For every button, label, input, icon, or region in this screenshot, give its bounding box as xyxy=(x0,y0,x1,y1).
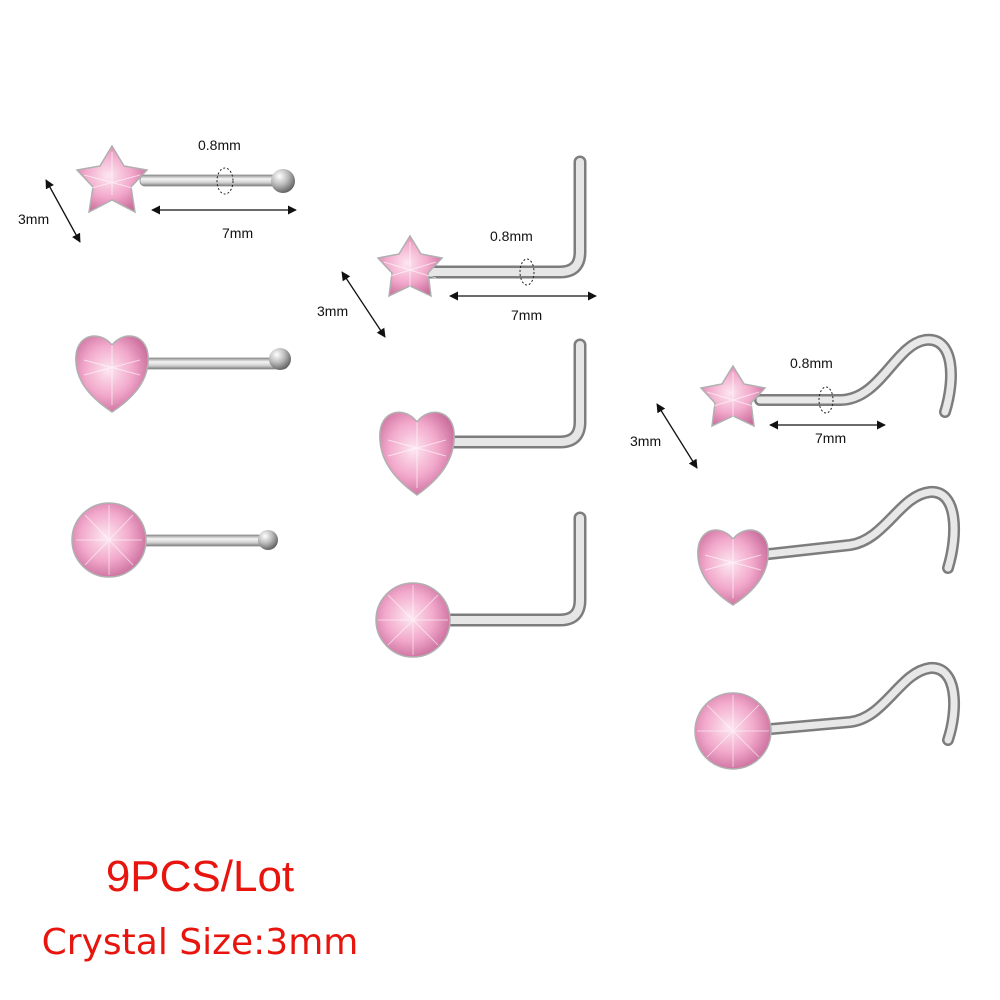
straight-star-stud xyxy=(75,144,295,214)
straight-star-dimensions: 0.8mm 7mm 3mm xyxy=(18,137,297,243)
diameter-label: 0.8mm xyxy=(790,355,833,371)
crystal-size-caption: Crystal Size:3mm xyxy=(41,922,359,963)
diameter-label: 0.8mm xyxy=(490,228,533,244)
screw-round-stud xyxy=(694,662,961,770)
l-shape-round-stud xyxy=(375,511,587,658)
straight-round-stud xyxy=(71,502,278,578)
length-label: 7mm xyxy=(815,430,846,446)
crystal-size-label: 3mm xyxy=(630,433,661,449)
l-shape-heart-stud xyxy=(379,338,587,496)
length-label: 7mm xyxy=(222,225,253,241)
crystal-size-label: 3mm xyxy=(317,303,348,319)
product-title: 9PCS/Lot xyxy=(105,852,295,901)
l-shape-star-stud xyxy=(376,155,587,298)
length-label: 7mm xyxy=(511,307,542,323)
crystal-size-label: 3mm xyxy=(18,211,49,227)
diameter-label: 0.8mm xyxy=(198,137,241,153)
straight-heart-stud xyxy=(75,335,291,413)
l-shape-star-dimensions: 0.8mm 7mm 3mm xyxy=(317,228,597,338)
screw-star-dimensions: 0.8mm 7mm 3mm xyxy=(630,355,886,469)
screw-star-stud xyxy=(699,333,957,428)
screw-heart-stud xyxy=(697,486,961,606)
